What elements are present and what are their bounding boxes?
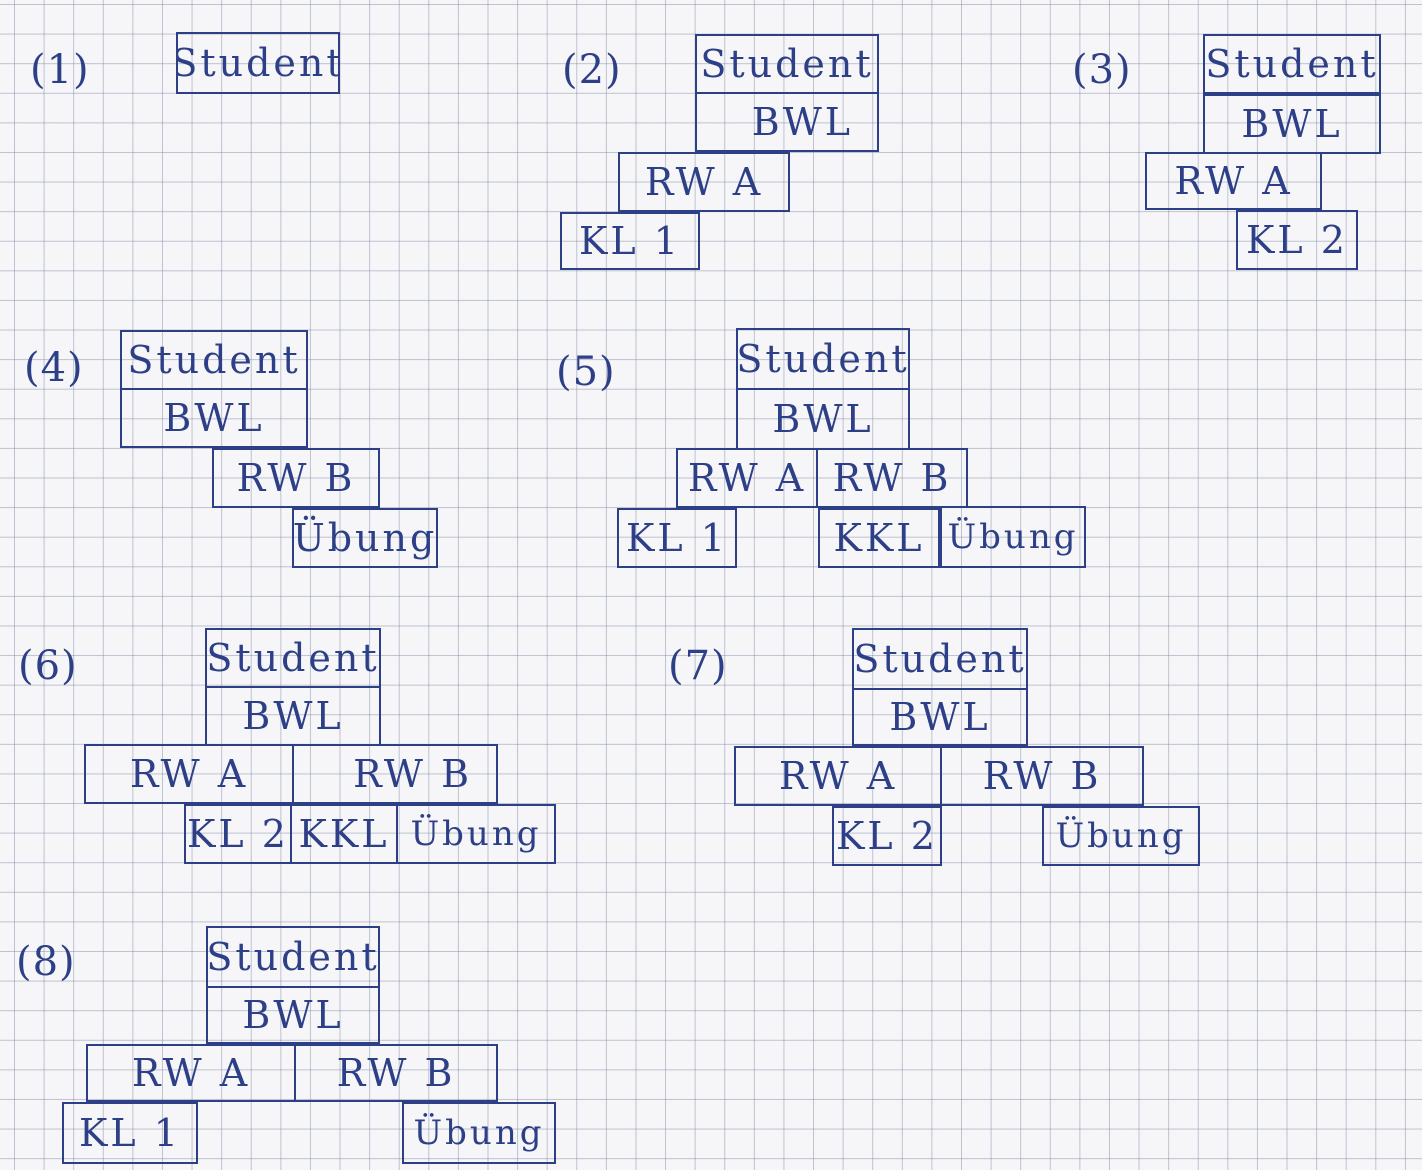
bwl-box: BWL [736, 388, 910, 450]
kkl-box: KKL [290, 804, 398, 864]
student-box: Student [176, 32, 340, 94]
bwl-box: BWL [1203, 94, 1381, 154]
diagram-label: (3) [1072, 47, 1132, 93]
rwb-box: RW B [294, 1044, 498, 1102]
student-box: Student [695, 34, 879, 94]
kl-box: KL 2 [184, 804, 292, 864]
student-box: Student [1203, 34, 1381, 94]
bwl-box: BWL [695, 92, 879, 152]
bwl-box: BWL [120, 388, 308, 448]
kl-box: KL 1 [617, 508, 737, 568]
diagram-label: (1) [30, 47, 90, 93]
diagram-label: (2) [562, 47, 622, 93]
kkl-box: KKL [818, 508, 940, 568]
kl-box: KL 1 [560, 212, 700, 270]
kl-box: KL 2 [1236, 210, 1358, 270]
rwa-box: RW A [734, 746, 942, 806]
bwl-box: BWL [852, 688, 1028, 746]
student-box: Student [120, 330, 308, 390]
student-box: Student [852, 628, 1028, 690]
rwb-box: RW B [816, 448, 968, 508]
uebung-box: Übung [402, 1102, 556, 1164]
rwa-box: RW A [84, 744, 294, 804]
rwa-box: RW A [86, 1044, 296, 1102]
uebung-box: Übung [940, 506, 1086, 568]
uebung-box: Übung [1042, 806, 1200, 866]
rwb-box: RW B [292, 744, 498, 804]
student-box: Student [205, 628, 381, 688]
student-box: Student [736, 328, 910, 390]
bwl-box: BWL [205, 686, 381, 746]
kl-box: KL 2 [832, 806, 942, 866]
uebung-box: Übung [396, 804, 556, 864]
diagram-label: (8) [16, 939, 76, 985]
student-box: Student [206, 926, 380, 988]
uebung-box: Übung [292, 508, 438, 568]
diagram-label: (5) [556, 349, 616, 395]
rwb-box: RW B [940, 746, 1144, 806]
rwb-box: RW B [212, 448, 380, 508]
rwa-box: RW A [676, 448, 818, 508]
bwl-box: BWL [206, 986, 380, 1044]
diagram-label: (6) [18, 643, 78, 689]
diagram-label: (4) [24, 345, 84, 391]
rwa-box: RW A [618, 152, 790, 212]
diagram-label: (7) [668, 643, 728, 689]
kl-box: KL 1 [62, 1102, 198, 1164]
rwa-box: RW A [1145, 152, 1322, 210]
